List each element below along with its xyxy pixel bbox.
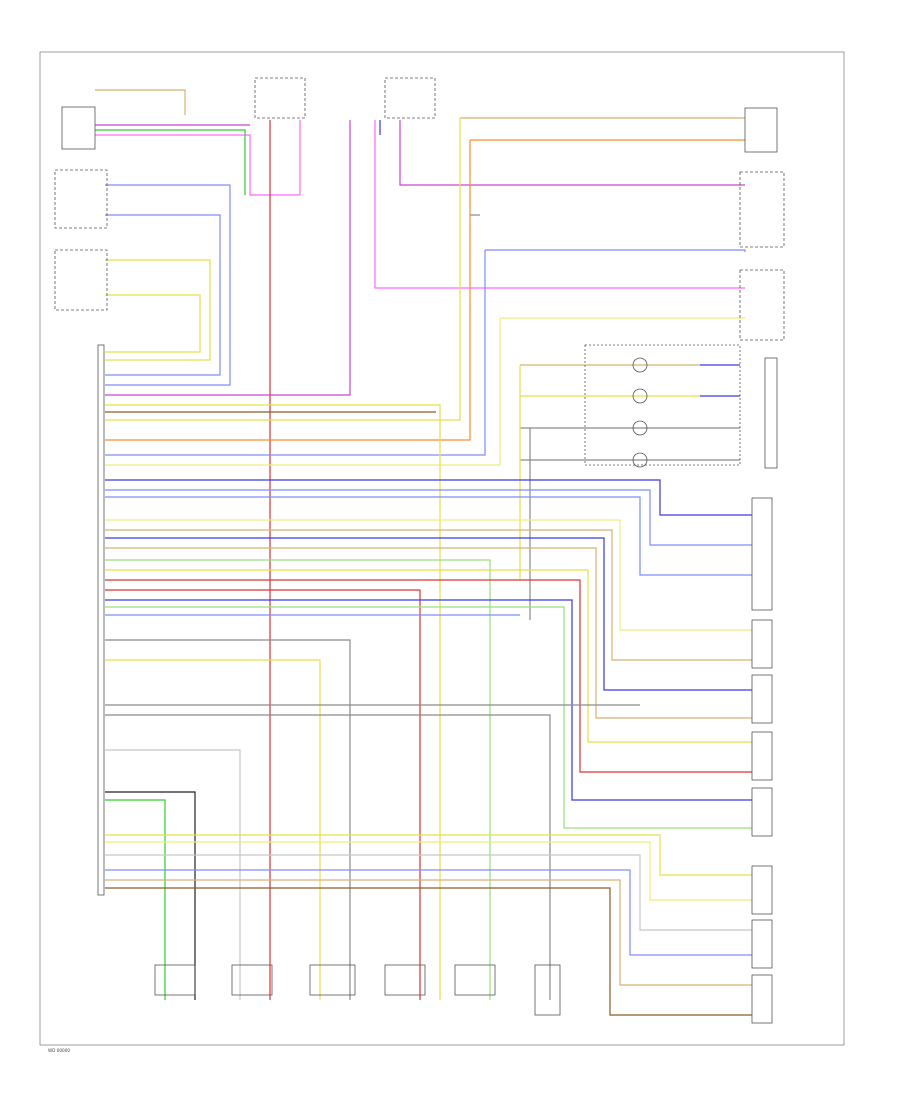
bottom-sensor-1	[154, 964, 196, 996]
right-switch-b	[739, 269, 785, 341]
bottom-sensor-6	[534, 964, 561, 1016]
wire-blue_light-19	[105, 184, 231, 386]
component-layer	[54, 77, 785, 1024]
right-switch-a	[739, 171, 785, 248]
wire-yellow_light-18	[105, 318, 501, 466]
wire-yellow-12	[105, 118, 461, 421]
right-sensor-4	[751, 731, 773, 781]
wire-gray_light-51	[105, 749, 241, 1000]
wire-orange-13	[105, 140, 471, 441]
bottom-sensor-3	[309, 964, 356, 996]
figure-code: WD 00000	[48, 1048, 70, 1053]
right-sensor-3	[751, 674, 773, 724]
bottom-sensor-4	[384, 964, 426, 996]
switch-block-lower	[54, 249, 108, 311]
wire-green_light-40	[105, 559, 491, 1000]
wire-yellow-21	[105, 259, 211, 361]
wire-green-2	[95, 129, 246, 195]
wire-gray-47	[105, 639, 351, 1000]
wire-red-43	[105, 589, 421, 1000]
bulb-4	[632, 452, 648, 468]
right-sensor-5	[751, 787, 773, 837]
wire-blue-44	[105, 599, 752, 801]
wire-brown-59	[105, 887, 752, 1016]
wire-yellow-41	[105, 569, 752, 743]
wire-tan-3	[95, 89, 186, 115]
wire-blue-38	[105, 537, 752, 691]
fuse-box-right	[384, 77, 436, 119]
right-sensor-7	[751, 919, 773, 969]
top-right-relay	[744, 107, 778, 153]
wire-violet-8	[399, 120, 745, 186]
wire-violet-6	[105, 120, 351, 396]
control-module	[97, 344, 105, 896]
fuse-box-left	[254, 77, 306, 119]
wire-blue-33	[105, 479, 752, 516]
wire-pink-7	[374, 120, 745, 289]
wire-yellow-23	[105, 404, 441, 1000]
switch-block-upper	[54, 169, 108, 229]
diagram-frame	[39, 51, 845, 1046]
wire-blue_light-14	[485, 249, 746, 252]
wire-yellow_light-55	[105, 841, 752, 901]
bulb-3	[632, 420, 648, 436]
wire-layer	[95, 89, 752, 1016]
wire-yellow-54	[105, 834, 752, 876]
bulb-2	[632, 388, 648, 404]
wire-tan-58	[105, 879, 752, 986]
wire-blue_light-35	[105, 496, 752, 576]
right-sensor-2	[751, 619, 773, 669]
wire-yellow-22	[105, 294, 201, 353]
wire-blue_light-20	[105, 214, 221, 376]
wire-green-53	[105, 799, 166, 1000]
wire-yellow-48	[105, 659, 321, 1000]
wire-black-52	[105, 791, 196, 1000]
wire-red-42	[105, 579, 752, 773]
wire-blue_light-15	[105, 250, 486, 456]
right-sensor-8	[751, 974, 773, 1024]
wire-tan-37	[105, 529, 752, 661]
top-left-connector	[61, 106, 96, 150]
bottom-sensor-5	[454, 964, 496, 996]
wire-green_light-45	[105, 606, 752, 829]
wire-blue_light-34	[105, 489, 752, 546]
wire-blue_light-57	[105, 869, 752, 956]
right-sensor-1	[751, 497, 773, 611]
wire-gray-50	[105, 714, 551, 1000]
bulb-1	[632, 357, 648, 373]
right-sensor-6	[751, 865, 773, 915]
bottom-sensor-2	[231, 964, 273, 996]
wire-tan-39	[105, 547, 752, 719]
wire-yellow_light-36	[105, 519, 752, 631]
wire-pink-1	[95, 134, 300, 196]
bulb-cluster-frame	[584, 344, 741, 466]
wire-gray_light-56	[105, 854, 752, 931]
bulb-connector	[764, 357, 778, 469]
